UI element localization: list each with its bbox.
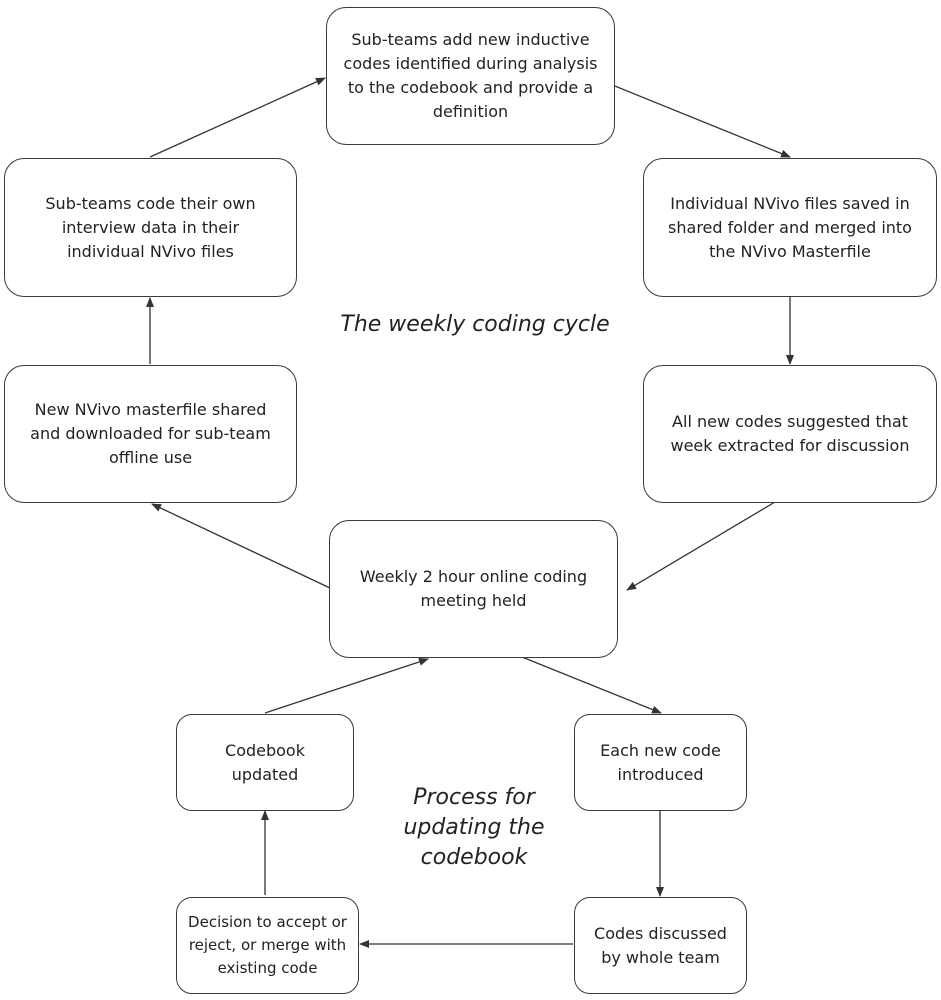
node-merge-files: Individual NVivo files saved in shared f… (643, 158, 937, 297)
node-meeting: Weekly 2 hour online coding meeting held (329, 520, 618, 658)
node-add-codes-text: Sub-teams add new inductive codes identi… (343, 30, 598, 121)
node-add-codes: Sub-teams add new inductive codes identi… (326, 7, 615, 145)
node-code-data: Sub-teams code their own interview data … (4, 158, 297, 297)
node-merge-files-text: Individual NVivo files saved in shared f… (668, 193, 912, 261)
node-code-data-text: Sub-teams code their own interview data … (45, 193, 256, 261)
arrow-meeting-to-share-masterfile (151, 503, 331, 589)
node-decide-text: Decision to accept or reject, or merge w… (188, 913, 347, 977)
node-updated-text: Codebook updated (225, 740, 305, 784)
arrow-meeting-to-introduce (521, 656, 662, 714)
node-introduce-text: Each new code introduced (600, 740, 721, 784)
node-discuss: Codes discussed by whole team (574, 897, 747, 994)
codebook-process-caption: Process for updating the codebook (403, 785, 545, 870)
arrow-code-data-to-add-codes (149, 77, 326, 158)
weekly-cycle-caption: The weekly coding cycle (340, 312, 610, 337)
node-introduce: Each new code introduced (574, 714, 747, 811)
node-extract-codes-text: All new codes suggested that week extrac… (670, 412, 910, 455)
node-decide: Decision to accept or reject, or merge w… (176, 897, 359, 994)
arrow-extract-codes-to-meeting (626, 501, 776, 591)
node-extract-codes: All new codes suggested that week extrac… (643, 365, 937, 503)
node-discuss-text: Codes discussed by whole team (594, 923, 727, 967)
node-share-masterfile-text: New NVivo masterfile shared and download… (30, 400, 271, 467)
node-meeting-text: Weekly 2 hour online coding meeting held (359, 567, 588, 610)
arrow-updated-to-meeting (264, 658, 429, 714)
arrow-add-codes-to-merge-files (599, 79, 791, 158)
node-updated: Codebook updated (176, 714, 354, 811)
node-share-masterfile: New NVivo masterfile shared and download… (4, 365, 297, 503)
